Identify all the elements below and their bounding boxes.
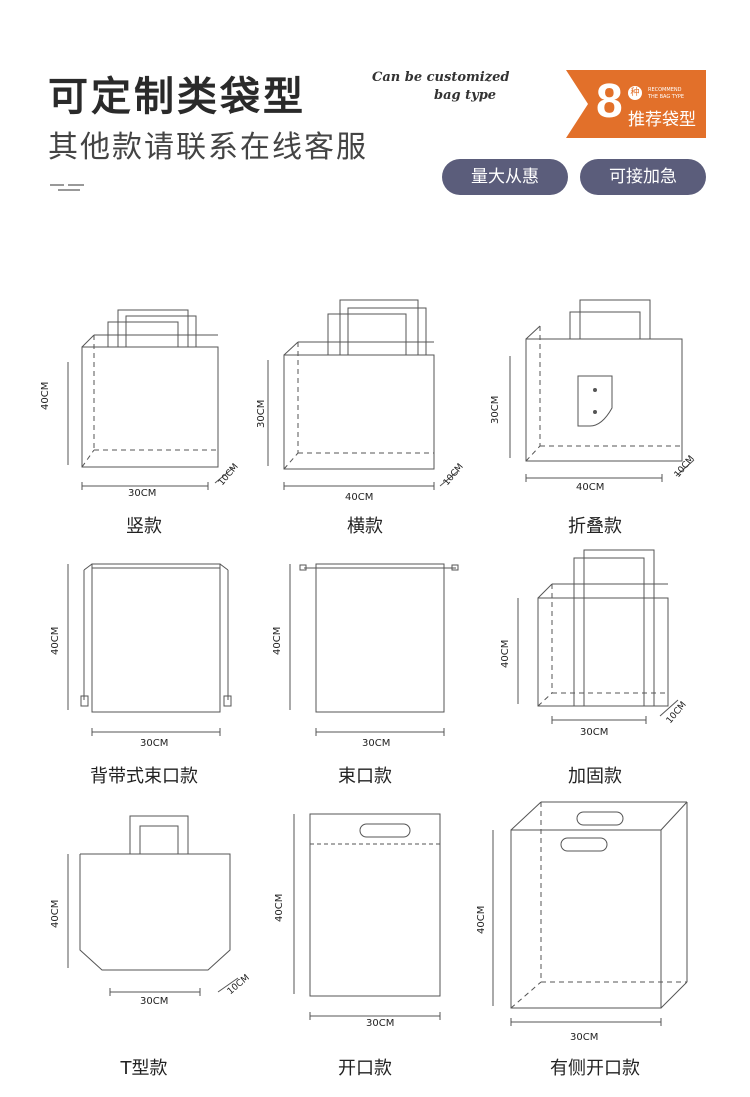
bag-side-open-height: 40CM xyxy=(476,905,487,934)
bag-t-shape-width: 30CM xyxy=(140,996,169,1007)
bag-horizontal-label: 横款 xyxy=(347,516,383,537)
bag-drawstring-width: 30CM xyxy=(362,738,391,749)
bag-folding-width: 40CM xyxy=(576,482,605,493)
bag-backpack-width: 30CM xyxy=(140,738,169,749)
bag-vertical-diagram xyxy=(67,309,234,490)
decorative-dash-icon xyxy=(50,184,84,191)
bag-drawstring-height: 40CM xyxy=(272,626,283,655)
bag-side-open-diagram xyxy=(492,801,688,1026)
bag-folding-height: 30CM xyxy=(490,395,501,424)
bag-horizontal-height: 30CM xyxy=(256,399,267,428)
english-caption-line2: bag type xyxy=(434,88,497,103)
badge-shape xyxy=(566,70,706,138)
bag-side-open-width: 30CM xyxy=(570,1032,599,1043)
bag-open-diagram xyxy=(293,813,441,1020)
bag-horizontal-diagram xyxy=(267,299,459,490)
bag-folding-diagram xyxy=(509,299,695,482)
bag-t-shape-height: 40CM xyxy=(50,899,61,928)
bulk-discount-button[interactable]: 量大从惠 xyxy=(442,159,568,195)
bag-vertical-label: 竖款 xyxy=(126,516,162,537)
bag-backpack-label: 背带式束口款 xyxy=(90,766,198,787)
bag-reinforced-label: 加固款 xyxy=(568,766,622,787)
bag-reinforced-diagram xyxy=(517,549,679,724)
page-title: 可定制类袋型 xyxy=(48,74,306,120)
bag-vertical-height: 40CM xyxy=(40,381,51,410)
badge-text: 推荐袋型 xyxy=(628,110,696,130)
bag-drawstring-label: 束口款 xyxy=(338,766,392,787)
bag-reinforced-width: 30CM xyxy=(580,727,609,738)
bag-backpack-drawstring-diagram xyxy=(67,563,232,736)
bag-drawstring-diagram xyxy=(289,563,459,736)
bag-side-open-label: 有侧开口款 xyxy=(550,1058,640,1079)
badge-unit: 种 xyxy=(628,86,642,100)
rush-order-button[interactable]: 可接加急 xyxy=(580,159,706,195)
bag-t-shape-label: T型款 xyxy=(120,1058,168,1079)
badge-en-line2: THE BAG TYPE xyxy=(648,94,685,100)
bag-open-width: 30CM xyxy=(366,1018,395,1029)
bag-horizontal-width: 40CM xyxy=(345,492,374,503)
badge-number: 8 xyxy=(596,75,623,128)
bag-open-label: 开口款 xyxy=(338,1058,392,1079)
bag-folding-label: 折叠款 xyxy=(568,516,622,537)
bag-backpack-height: 40CM xyxy=(50,626,61,655)
english-caption-line1: Can be customized xyxy=(372,70,510,85)
page-subtitle: 其他款请联系在线客服 xyxy=(48,130,368,165)
bag-reinforced-height: 40CM xyxy=(500,639,511,668)
bag-t-shape-diagram xyxy=(67,815,239,996)
bag-vertical-width: 30CM xyxy=(128,488,157,499)
bag-open-height: 40CM xyxy=(274,893,285,922)
badge-en-line1: RECOMMEND xyxy=(648,87,682,93)
recommend-badge: 8 种 RECOMMEND THE BAG TYPE 推荐袋型 xyxy=(566,70,706,138)
